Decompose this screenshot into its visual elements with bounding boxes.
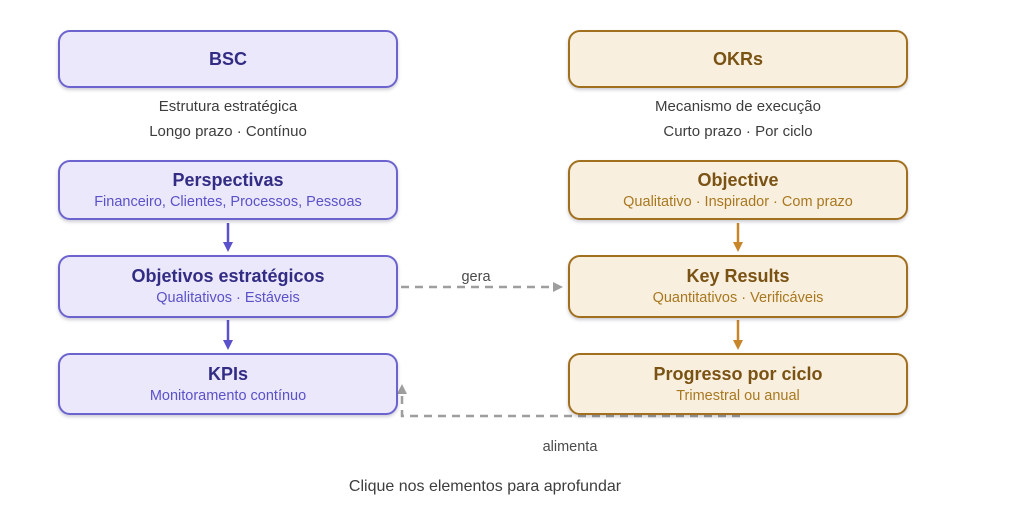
- objetivos-estrategicos-box[interactable]: Objetivos estratégicos Qualitativos · Es…: [58, 255, 398, 318]
- key-results-subtitle: Quantitativos · Verificáveis: [652, 290, 824, 306]
- bsc-caption-line2: Longo prazo · Contínuo: [149, 123, 307, 140]
- bsc-header-label: BSC: [208, 49, 247, 69]
- okrs-header-label: OKRs: [712, 49, 763, 69]
- okrs-header-box[interactable]: OKRs: [568, 30, 908, 88]
- progresso-title: Progresso por ciclo: [653, 363, 823, 384]
- key-results-title: Key Results: [686, 266, 790, 286]
- objetivos-subtitle: Qualitativos · Estáveis: [156, 290, 300, 306]
- footer-hint: Clique nos elementos para aprofundar: [348, 478, 622, 495]
- objetivos-title: Objetivos estratégicos: [131, 266, 325, 286]
- dashed-arrow-alimenta: [397, 384, 740, 418]
- bsc-caption-line1: Estrutura estratégica: [158, 98, 298, 115]
- bsc-caption: Estrutura estratégica Longo prazo · Cont…: [58, 94, 398, 144]
- perspectivas-box[interactable]: Perspectivas Financeiro, Clientes, Proce…: [58, 160, 398, 220]
- kpis-title: KPIs: [207, 363, 249, 384]
- perspectivas-subtitle: Financeiro, Clientes, Processos, Pessoas: [94, 193, 362, 210]
- kpis-subtitle: Monitoramento contínuo: [149, 387, 307, 404]
- gera-edge-label: gera: [461, 269, 491, 285]
- okrs-caption-line2: Curto prazo · Por ciclo: [663, 123, 813, 140]
- key-results-box[interactable]: Key Results Quantitativos · Verificáveis: [568, 255, 908, 318]
- okrs-caption: Mecanismo de execução Curto prazo · Por …: [568, 94, 908, 144]
- okrs-caption-line1: Mecanismo de execução: [655, 98, 821, 115]
- perspectivas-title: Perspectivas: [172, 169, 284, 190]
- kpis-box[interactable]: KPIs Monitoramento contínuo: [58, 353, 398, 415]
- progresso-subtitle: Trimestral ou anual: [676, 387, 800, 404]
- progresso-box[interactable]: Progresso por ciclo Trimestral ou anual: [568, 353, 908, 415]
- alimenta-edge-label: alimenta: [542, 439, 598, 455]
- objective-box[interactable]: Objective Qualitativo · Inspirador · Com…: [568, 160, 908, 220]
- objective-subtitle: Qualitativo · Inspirador · Com prazo: [623, 193, 853, 210]
- objective-title: Objective: [697, 169, 779, 190]
- bsc-header-box[interactable]: BSC: [58, 30, 398, 88]
